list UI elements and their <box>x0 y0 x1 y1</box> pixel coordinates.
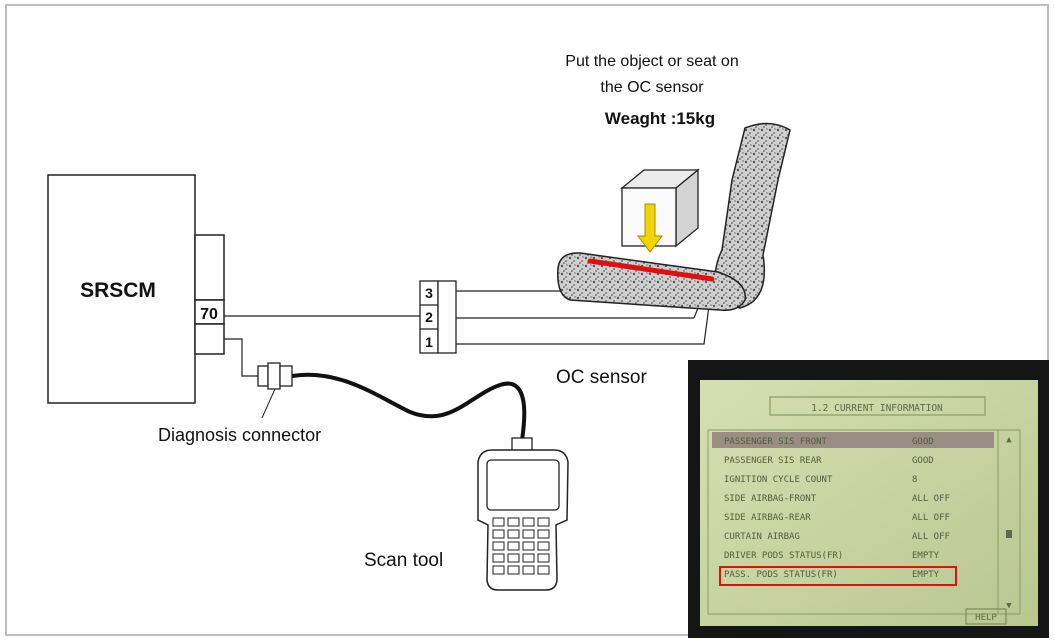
scan-tool-device <box>477 437 569 591</box>
screen-row-param: SIDE AIRBAG-FRONT <box>724 494 817 504</box>
weight-block <box>620 168 700 253</box>
screen-row-param: PASSENGER SIS FRONT <box>724 437 828 447</box>
keypad-key <box>537 553 550 563</box>
diagnosis-connector-label: Diagnosis connector <box>158 425 321 445</box>
screen-row-value: ALL OFF <box>912 494 950 504</box>
screen-title: 1.2 CURRENT INFORMATION <box>811 403 943 414</box>
seat-cushion <box>557 252 746 312</box>
scroll-up-icon: ▲ <box>1006 435 1012 445</box>
highlight-box <box>719 566 957 586</box>
srscm-module: SRSCM 70 <box>47 174 225 404</box>
scan-tool-label: Scan tool <box>364 550 443 571</box>
keypad-key <box>492 541 505 551</box>
screen-row-value: 8 <box>912 475 917 485</box>
screen-row-param: CURTAIN AIRBAG <box>724 532 800 542</box>
weight-label: Weaght :15kg <box>605 109 715 128</box>
scroll-down-icon: ▼ <box>1006 601 1012 611</box>
keypad-key <box>522 541 535 551</box>
oc-sensor-label: OC sensor <box>556 367 647 388</box>
keypad-key <box>507 565 520 575</box>
scan-tool-screen-photo: 1.2 CURRENT INFORMATION ▲ ▼ PASSENGER SI… <box>688 360 1049 638</box>
screen-row-param: PASSENGER SIS REAR <box>724 456 822 466</box>
keypad-key <box>522 529 535 539</box>
keypad-key <box>492 517 505 527</box>
oc-connector: 3 2 1 <box>419 280 457 354</box>
connector-pin-1: 1 <box>425 334 433 350</box>
keypad-key <box>537 565 550 575</box>
scan-tool-keypad <box>492 517 550 575</box>
keypad-key <box>507 553 520 563</box>
instruction-line1: Put the object or seat on <box>565 53 738 70</box>
connector-pin-2: 2 <box>425 309 433 325</box>
seat-back <box>713 122 791 309</box>
screen-row-param: PASS. PODS STATUS(FR) <box>724 570 838 580</box>
module-pin-label: 70 <box>200 306 218 323</box>
keypad-key <box>522 553 535 563</box>
instruction-line2: the OC sensor <box>600 79 704 96</box>
oc-sensor-strip <box>587 258 715 282</box>
connector-pin-3: 3 <box>425 285 433 301</box>
module-name: SRSCM <box>80 279 156 302</box>
keypad-key <box>537 529 550 539</box>
screen-row-value: EMPTY <box>912 570 940 580</box>
screen-row-value: GOOD <box>912 437 934 447</box>
screen-row-value: ALL OFF <box>912 513 950 523</box>
passenger-seat <box>557 122 791 312</box>
scroll-thumb <box>1006 530 1012 538</box>
screen-scrollbar <box>997 429 1021 615</box>
screen-rows: PASSENGER SIS FRONT GOOD PASSENGER SIS REA… <box>724 437 950 580</box>
keypad-key <box>492 529 505 539</box>
keypad-key <box>492 553 505 563</box>
screen-row-value: GOOD <box>912 456 934 466</box>
help-button: HELP <box>975 613 997 623</box>
screen-row-value: ALL OFF <box>912 532 950 542</box>
selected-row-highlight <box>712 432 994 448</box>
screen-row-param: DRIVER PODS STATUS(FR) <box>724 551 843 561</box>
screen-row-value: EMPTY <box>912 551 940 561</box>
keypad-key <box>522 517 535 527</box>
keypad-key <box>537 541 550 551</box>
scan-tool-display <box>486 459 560 511</box>
down-arrow-icon <box>637 203 663 253</box>
keypad-key <box>537 517 550 527</box>
diagnosis-connector <box>257 362 293 419</box>
screen-row-param: SIDE AIRBAG-REAR <box>724 513 811 523</box>
keypad-key <box>492 565 505 575</box>
frame-border <box>5 4 1049 636</box>
keypad-key <box>507 529 520 539</box>
keypad-key <box>507 541 520 551</box>
keypad-key <box>522 565 535 575</box>
screen-row-param: IGNITION CYCLE COUNT <box>724 475 833 485</box>
keypad-key <box>507 517 520 527</box>
scan-tool-cable <box>291 372 527 441</box>
